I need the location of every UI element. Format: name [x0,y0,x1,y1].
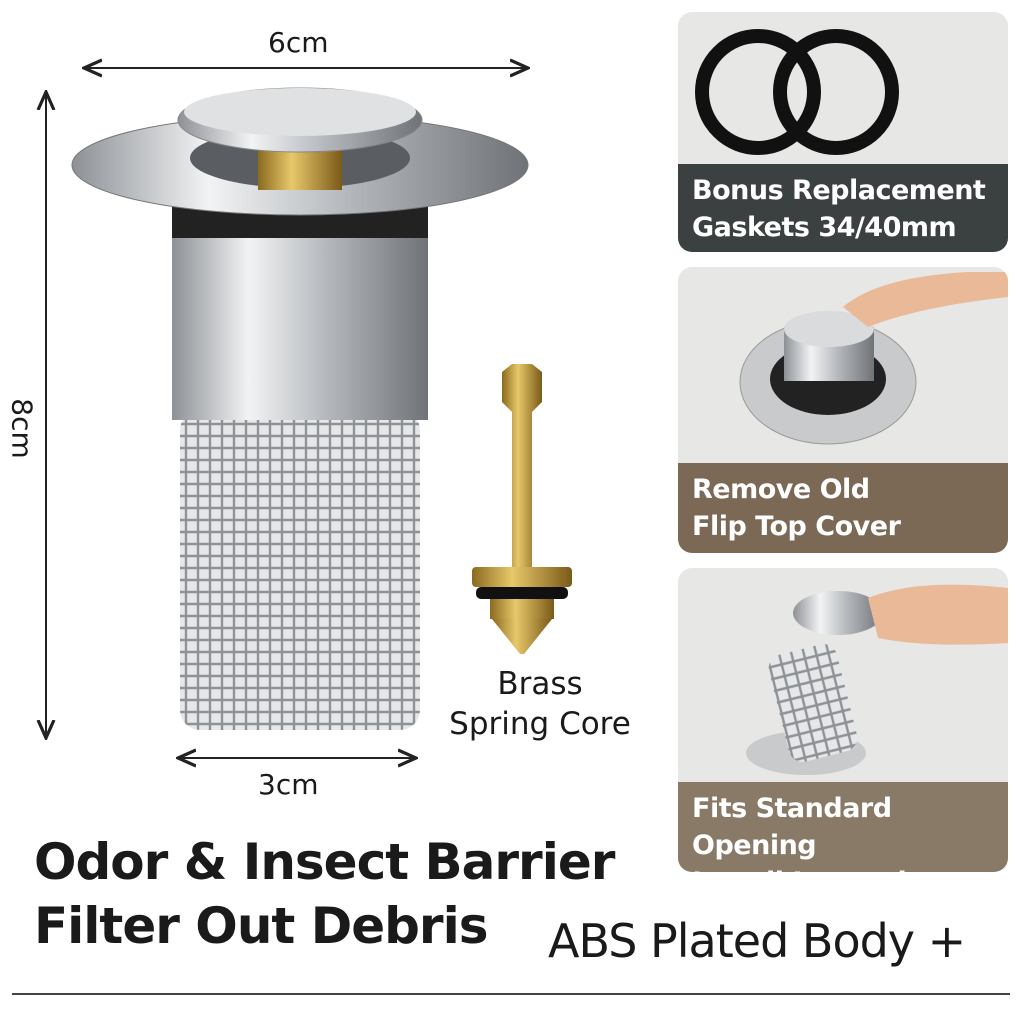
height-label: 8cm [5,398,39,459]
gasket-rings-icon [695,29,899,155]
headline-line2: Filter Out Debris [34,897,488,955]
panel-install: Fits Standard Opening Install Instantly [678,568,1008,872]
label-line1: Bonus Replacement [692,175,986,206]
panel-label: Fits Standard Opening Install Instantly [678,782,1008,872]
panel-remove-cover: Remove Old Flip Top Cover [678,267,1008,553]
label-line1: Remove Old [692,474,870,505]
install-demo-image [746,584,1008,775]
material-label: ABS Plated Body + [548,914,966,968]
bottom-width-label: 3cm [258,768,319,801]
top-width-label: 6cm [268,26,329,59]
drain-stopper-image [71,87,529,730]
caption-line2: Spring Core [449,706,631,742]
label-line2: Flip Top Cover [692,511,901,542]
bottom-divider [12,993,1010,995]
label-line2: Install Instantly [692,864,994,872]
label-line1: Fits Standard Opening [692,793,892,861]
panel-gaskets: Bonus Replacement Gaskets 34/40mm [678,12,1008,252]
panel-label: Remove Old Flip Top Cover [678,463,1008,553]
brass-spring-core-image [472,364,572,654]
panel-label: Bonus Replacement Gaskets 34/40mm [678,164,1008,252]
brass-core-caption: Brass Spring Core [430,664,650,744]
flip-top-cover-image [739,272,1008,445]
headline: Odor & Insect Barrier Filter Out Debris [34,830,615,958]
headline-line1: Odor & Insect Barrier [34,833,615,891]
caption-line1: Brass [497,666,583,702]
label-line2: Gaskets 34/40mm [692,212,957,243]
